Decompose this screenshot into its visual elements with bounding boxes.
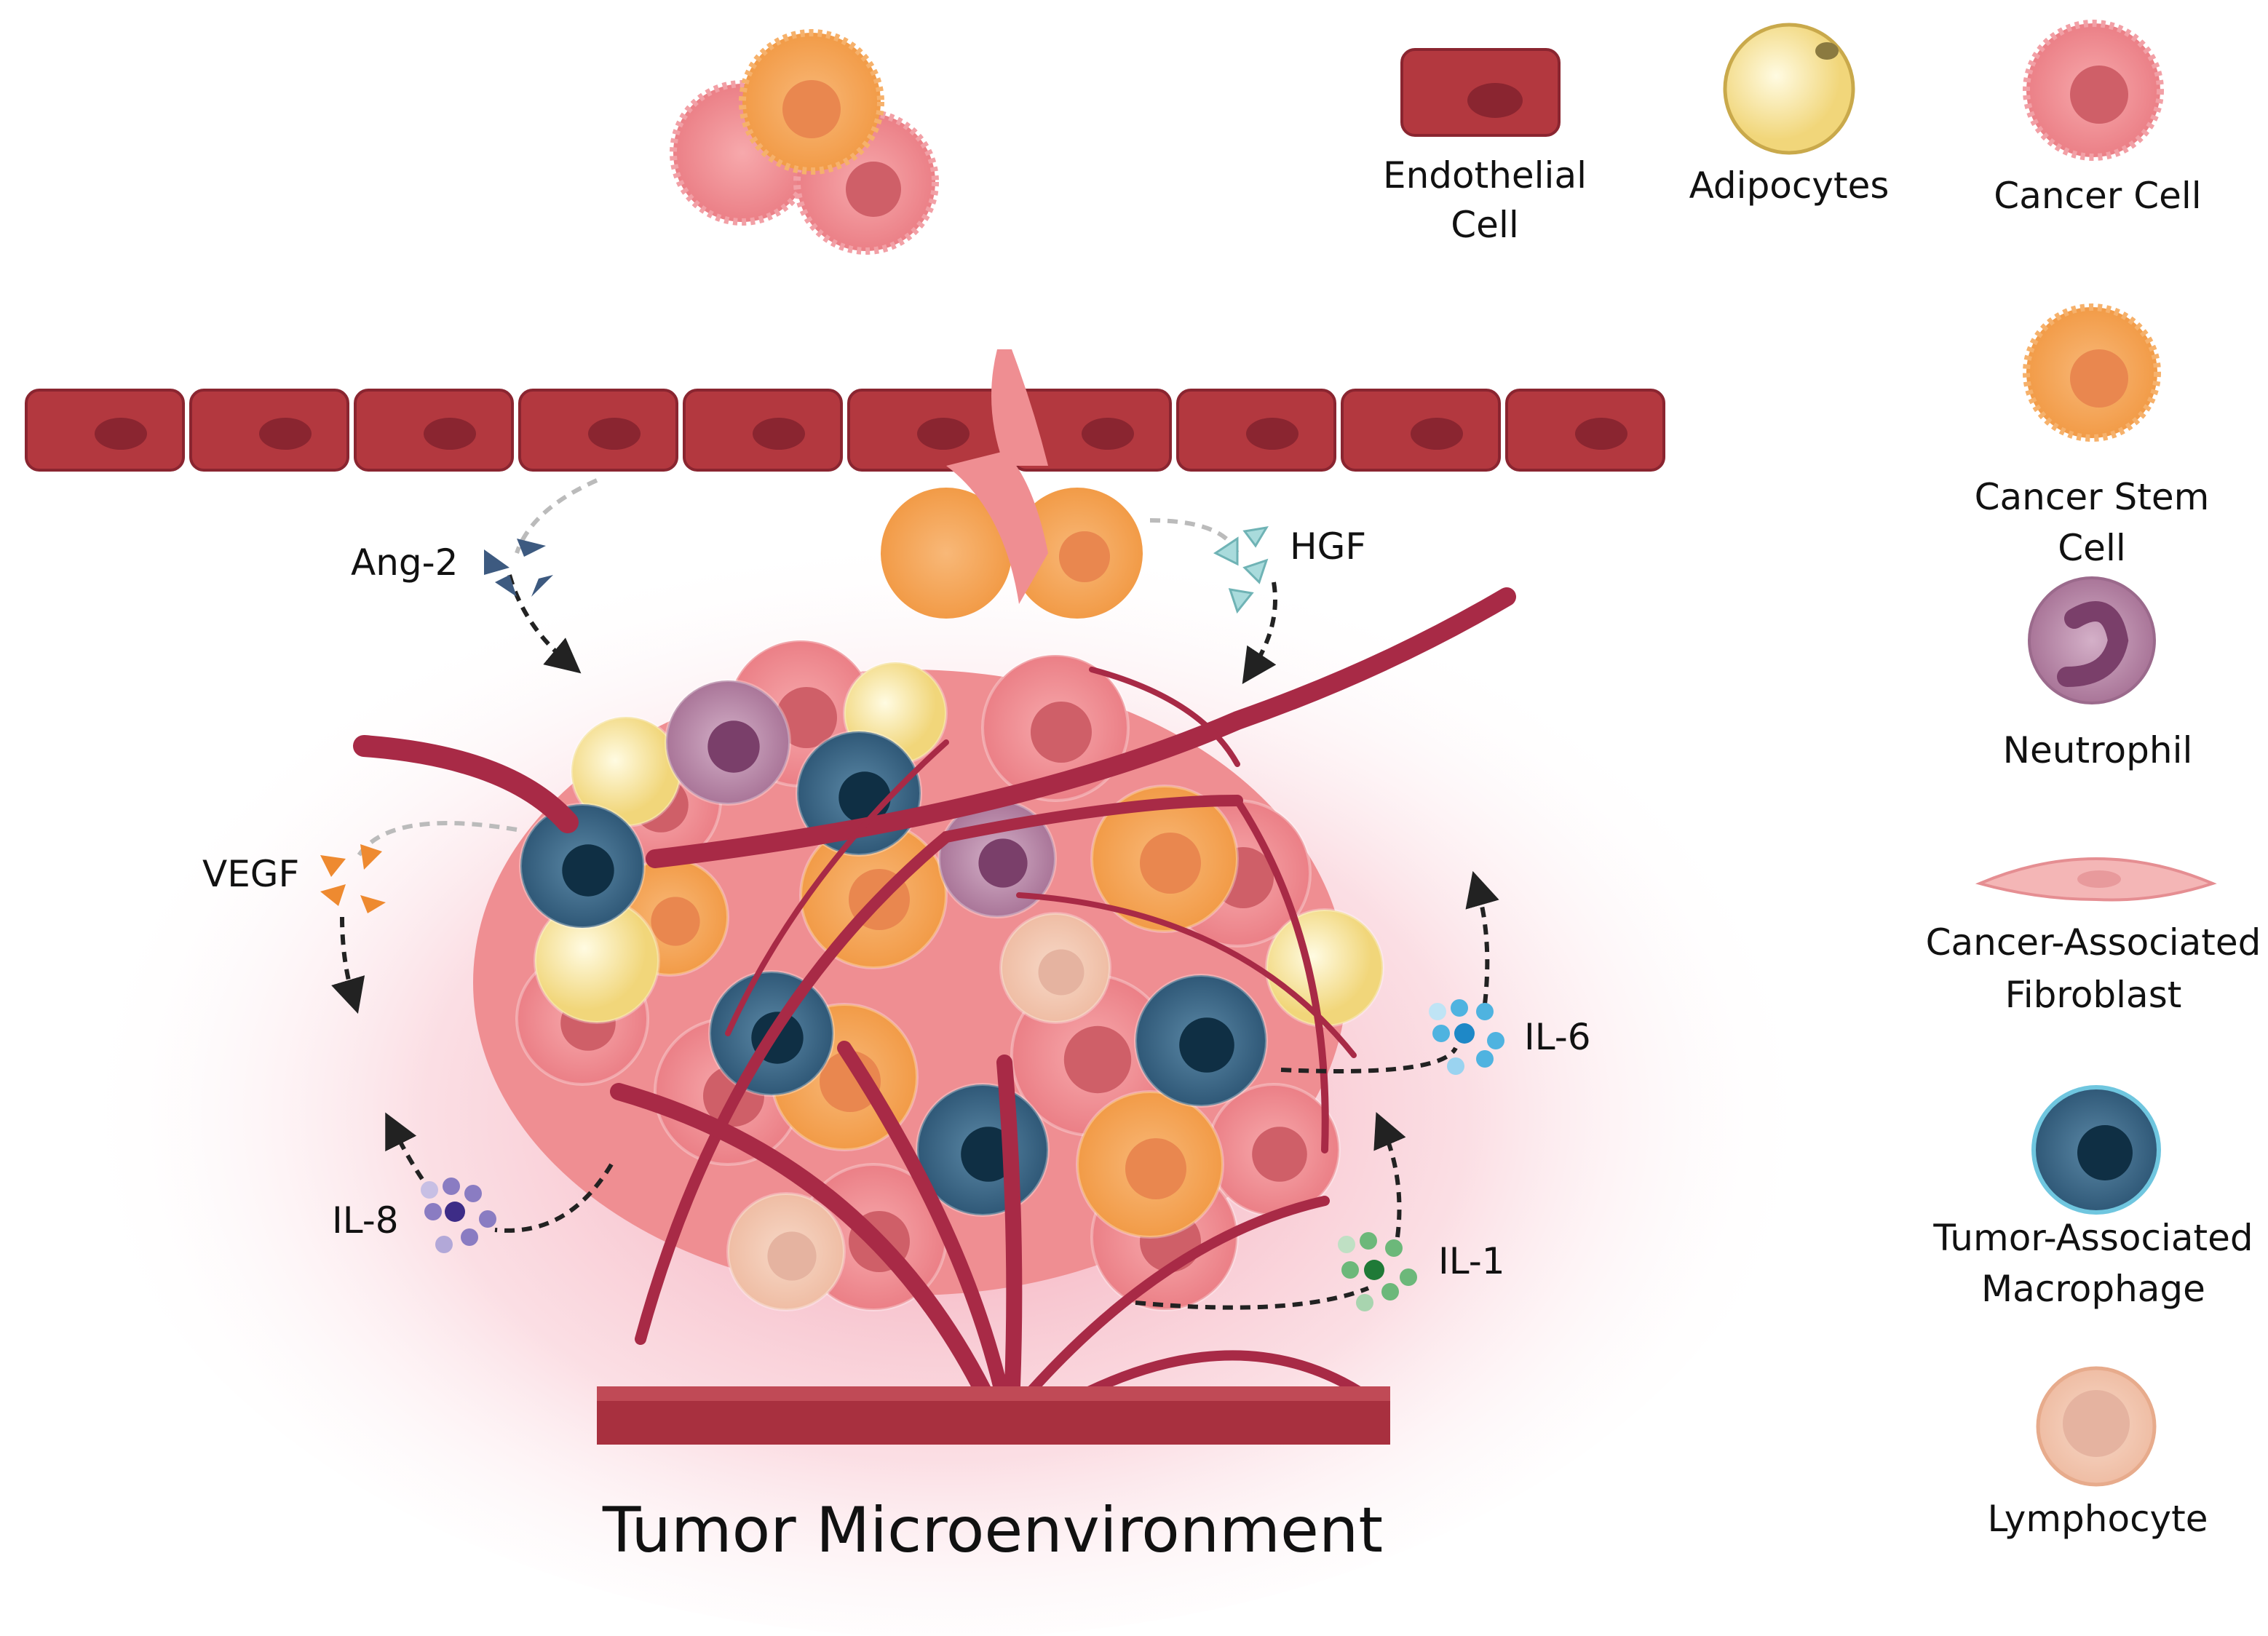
label-il8: IL-8 <box>332 1199 399 1242</box>
tumor-mass <box>473 639 1384 1311</box>
endothelial-cell <box>25 389 185 472</box>
legend-label: Tumor-Associated <box>1932 1217 2253 1259</box>
legend-label: Cell <box>2058 527 2125 569</box>
legend-neutrophil: Neutrophil <box>2003 576 2193 771</box>
endothelial-cell <box>518 389 678 472</box>
ang2-molecules-icon <box>484 539 553 597</box>
endothelial-cell <box>1341 389 1501 472</box>
legend-label: Endothelial <box>1383 154 1587 196</box>
legend-label: Cell <box>1451 204 1518 246</box>
il1-molecules-icon <box>1338 1232 1417 1311</box>
circulating-cancer-cluster <box>670 29 939 255</box>
tumor-associated-macrophage <box>1134 974 1268 1108</box>
legend-label: Cancer Stem <box>1975 476 2210 518</box>
legend-label: Adipocytes <box>1689 164 1890 207</box>
label-il1: IL-1 <box>1438 1240 1505 1282</box>
il8-molecules-icon <box>421 1178 496 1253</box>
label-ang2: Ang-2 <box>351 541 459 584</box>
endothelial-cell <box>1176 389 1336 472</box>
vegf-molecules-icon <box>320 844 386 913</box>
tumor-associated-macrophage <box>519 803 646 929</box>
legend-cancer-cell: Cancer Cell <box>1994 20 2202 217</box>
hgf-molecules-icon <box>1213 525 1269 614</box>
legend-label: Lymphocyte <box>1987 1498 2208 1540</box>
tumor-vasculature <box>353 587 1516 1413</box>
legend-adipocytes: Adipocytes <box>1689 23 1890 207</box>
lymphocyte <box>999 912 1111 1024</box>
adipocyte <box>1265 908 1384 1028</box>
endothelial-cell <box>1012 389 1172 472</box>
endothelial-cell <box>1505 389 1665 472</box>
diagram-title: Tumor Microenvironment <box>602 1494 1383 1567</box>
vessel-highlight <box>597 1386 1390 1401</box>
legend-label: Cancer-Associated <box>1926 921 2261 964</box>
legend-cancer-stem-cell: Cancer Stem Cell <box>1975 303 2210 569</box>
legend-endothelial-cell: Endothelial Cell <box>1383 48 1587 246</box>
legend: Endothelial Cell Adipocytes Cancer Cell … <box>1383 20 2261 1540</box>
label-il6: IL-6 <box>1524 1016 1591 1058</box>
cancer-cell <box>1207 1083 1341 1217</box>
il6-molecules-icon <box>1429 999 1504 1075</box>
label-hgf: HGF <box>1290 525 1366 568</box>
endothelial-cell <box>354 389 514 472</box>
endothelial-cell <box>683 389 843 472</box>
legend-label: Neutrophil <box>2003 729 2193 771</box>
lymphocyte <box>726 1192 846 1311</box>
legend-label: Cancer Cell <box>1994 175 2201 217</box>
legend-lymphocyte: Lymphocyte <box>1987 1366 2208 1540</box>
legend-cancer-associated-fibroblast: Cancer-Associated Fibroblast <box>1926 857 2261 1016</box>
legend-tumor-associated-macrophage: Tumor-Associated Macrophage <box>1932 1085 2253 1310</box>
cancer-stem-cell <box>1076 1090 1224 1239</box>
neutrophil <box>665 679 791 806</box>
blood-vessel-wall <box>25 389 1665 472</box>
legend-label: Macrophage <box>1981 1268 2205 1310</box>
legend-label: Fibroblast <box>2005 974 2182 1016</box>
label-vegf: VEGF <box>202 853 299 895</box>
extravasating-cancer-cells <box>881 349 1143 619</box>
endothelial-cell <box>189 389 349 472</box>
cancer-stem-cell <box>1090 785 1239 933</box>
